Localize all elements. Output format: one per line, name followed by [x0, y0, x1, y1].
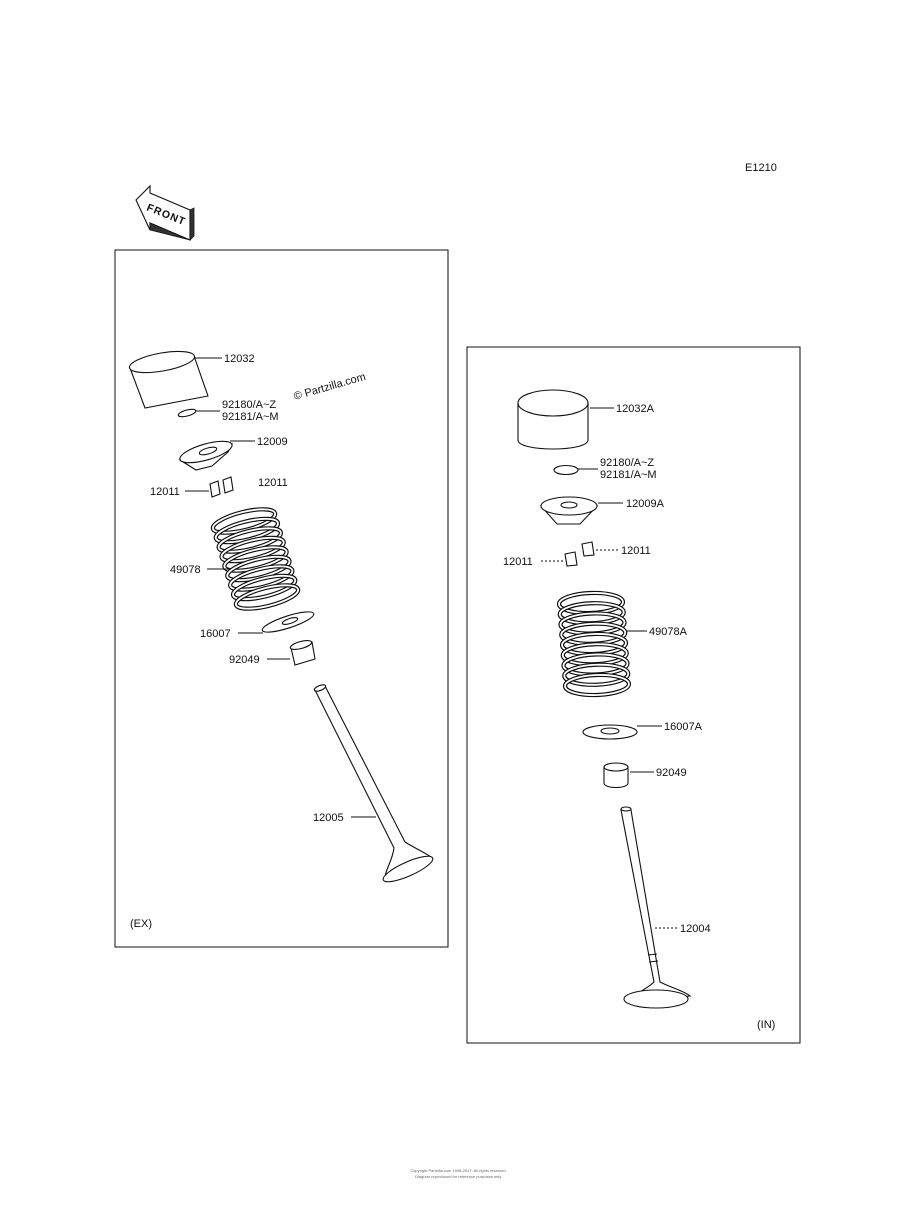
in-label-valve: 12004 [680, 923, 711, 935]
ex-label-seat: 16007 [200, 628, 231, 640]
in-spring-seat [582, 724, 638, 740]
in-panel-label: (IN) [757, 1019, 775, 1031]
ex-label-cotter-right: 12011 [258, 477, 288, 489]
ex-panel-label: (EX) [130, 918, 152, 930]
in-label-cotter-left: 12011 [503, 556, 533, 568]
in-retainer [539, 496, 599, 525]
in-cotters [564, 541, 595, 567]
footer-line-1: Copyright Partzilla.com 1998-2017. All r… [410, 1168, 507, 1173]
in-valve-seal [603, 762, 629, 789]
in-label-shim-b: 92181/A~M [600, 469, 657, 481]
ex-label-shim-b: 92181/A~M [222, 411, 279, 423]
ex-spring [210, 507, 301, 611]
in-label-cotter-right: 12011 [621, 545, 651, 557]
in-shim [553, 464, 579, 476]
ex-label-cotter-left: 12011 [150, 486, 180, 498]
watermark: © Partzilla.com [293, 371, 368, 403]
spring-coil [564, 674, 630, 696]
in-valve [620, 806, 692, 1009]
ex-label-shim-a: 92180/A~Z [222, 399, 276, 411]
ex-shim [177, 408, 197, 418]
diagram-code: E1210 [745, 162, 777, 174]
ex-cotters [209, 476, 234, 498]
in-label-retainer: 12009A [626, 498, 665, 510]
in-panel-frame [466, 346, 801, 1044]
in-label-spring: 49078A [649, 626, 688, 638]
ex-label-valve: 12005 [313, 812, 344, 824]
ex-panel-frame [114, 249, 449, 948]
spring-coil [234, 584, 300, 610]
ex-label-tappet: 12032 [224, 353, 255, 365]
in-label-tappet: 12032A [616, 403, 655, 415]
in-label-seal: 92049 [656, 767, 687, 779]
ex-spring-seat [261, 611, 315, 633]
ex-label-seal: 92049 [229, 654, 260, 666]
in-spring [556, 590, 632, 698]
spring-coil [563, 663, 630, 686]
footer-line-2: Diagram reproduced for reference purpose… [414, 1174, 503, 1179]
ex-label-retainer: 12009 [257, 436, 288, 448]
ex-tappet [128, 350, 209, 409]
ex-label-spring: 49078 [170, 564, 201, 576]
in-label-shim-a: 92180/A~Z [600, 457, 654, 469]
ex-valve [313, 684, 434, 883]
in-tappet [517, 389, 589, 450]
ex-valve-seal [289, 640, 316, 666]
in-label-seat: 16007A [664, 721, 703, 733]
front-arrow-icon: FRONT [135, 184, 195, 241]
spring-coil [232, 574, 297, 601]
ex-retainer [178, 440, 234, 471]
